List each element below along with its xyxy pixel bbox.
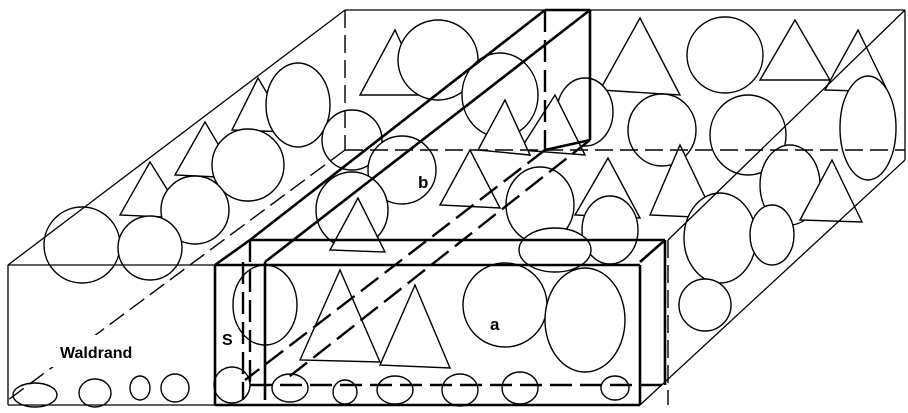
shrub bbox=[130, 376, 150, 400]
label-b: b bbox=[418, 173, 428, 192]
tree-deciduous bbox=[44, 207, 120, 283]
tree-deciduous bbox=[545, 268, 625, 372]
shrub bbox=[214, 367, 250, 403]
tree-deciduous bbox=[266, 63, 330, 147]
tree-deciduous bbox=[628, 94, 696, 166]
tree-deciduous bbox=[840, 76, 896, 180]
tree-deciduous bbox=[679, 279, 731, 331]
tree-deciduous bbox=[684, 193, 756, 283]
tree-conifer bbox=[760, 20, 830, 80]
tree-deciduous bbox=[687, 17, 763, 93]
shrub bbox=[442, 374, 478, 406]
shrub bbox=[161, 374, 189, 402]
shrub bbox=[601, 376, 629, 400]
tree-conifer bbox=[600, 18, 680, 95]
shrub bbox=[79, 379, 111, 407]
shrub bbox=[502, 372, 538, 404]
shrub bbox=[377, 376, 413, 404]
shrub bbox=[272, 374, 308, 402]
tree-deciduous bbox=[463, 263, 547, 347]
label-a: a bbox=[490, 315, 500, 334]
label-s: S bbox=[222, 332, 233, 349]
tree-deciduous bbox=[118, 216, 182, 280]
tree-conifer bbox=[440, 150, 500, 208]
shrub bbox=[13, 383, 57, 407]
tree-deciduous bbox=[750, 205, 794, 265]
shrub bbox=[333, 380, 357, 404]
label-waldrand: Waldrand bbox=[60, 345, 132, 362]
